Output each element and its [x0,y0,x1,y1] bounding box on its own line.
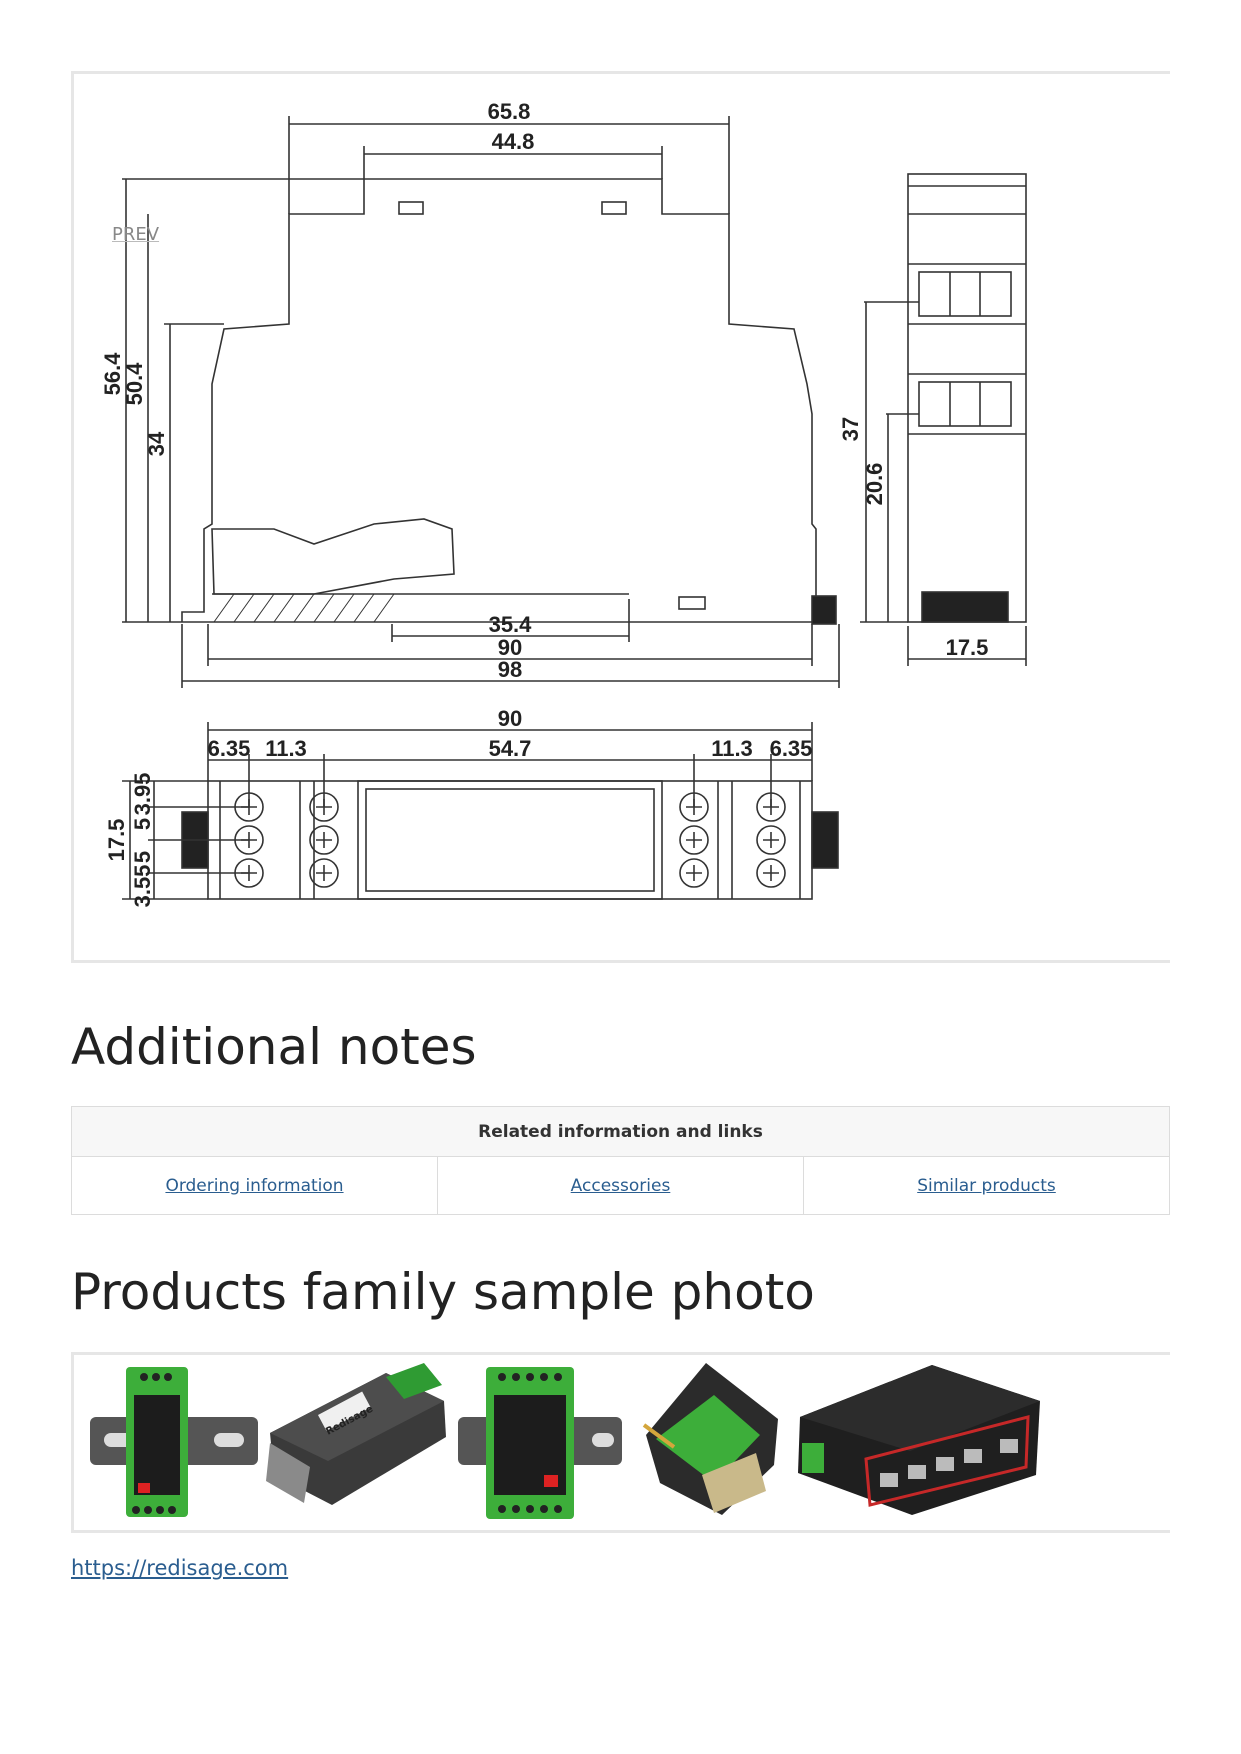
terminal-block-top [918,271,1012,317]
din-clip-right [811,811,839,869]
din-clip [211,518,455,595]
din-rail-end [811,595,837,625]
dim-label: 44.8 [492,129,535,154]
top-view-outline [207,780,813,900]
technical-drawing: 65.8 44.8 56.4 50.4 34 35.4 90 98 37 20.… [71,71,1170,963]
similar-products-link[interactable]: Similar products [917,1175,1056,1196]
dim-label: 17.5 [104,819,129,862]
redisage-website-link[interactable]: https://redisage.com [71,1556,289,1580]
terminal-screws [234,792,786,888]
dim-label: 11.3 [265,736,307,761]
din-module-product-photo [458,1367,622,1519]
dim-label: 54.7 [489,736,532,761]
db9-adapter-product-photo: Redisage [266,1363,446,1505]
terminal-block-bottom [918,381,1012,427]
dim-label: 98 [498,657,522,682]
dim-label: 11.3 [711,736,753,761]
related-link-cell: Similar products [803,1156,1170,1215]
side-view-outline [181,178,817,622]
related-links-table: Related information and links Ordering i… [71,1106,1170,1215]
related-link-cell: Ordering information [71,1156,438,1215]
dim-label: 65.8 [488,99,531,124]
dim-label: 6.35 [770,736,813,761]
dim-label: 90 [498,635,522,660]
products-photo: Redisage [71,1352,1170,1533]
dim-label: 6.35 [208,736,251,761]
prev-link[interactable]: PREV [112,224,160,245]
end-view-outline [907,173,1027,623]
dim-label: 90 [498,706,522,731]
latch-slot [678,596,706,610]
dim-label: 20.6 [862,463,887,506]
dim-label: 35.4 [489,612,533,637]
dim-label: 34 [144,431,169,456]
related-link-cell: Accessories [437,1156,804,1215]
label-window-inner [365,788,655,892]
dim-label: 3.55 [130,865,155,908]
dim-label: 37 [838,417,863,441]
accessories-link[interactable]: Accessories [570,1175,671,1196]
dimension-drawing-svg: 65.8 44.8 56.4 50.4 34 35.4 90 98 37 20.… [100,99,1027,908]
dim-label: 3.95 [130,773,155,816]
products-photo-heading: Products family sample photo [71,1263,815,1321]
dim-label: 50.4 [122,362,147,406]
products-photo-svg: Redisage [90,1363,1040,1519]
related-links-header: Related information and links [71,1106,1170,1157]
latch-slot [601,201,627,215]
ethernet-switch-product-photo [798,1365,1040,1515]
dim-label: 17.5 [946,635,989,660]
ordering-information-link[interactable]: Ordering information [165,1175,344,1196]
label-window [357,780,663,900]
additional-notes-heading: Additional notes [71,1018,477,1076]
din-module-product-photo [90,1367,258,1517]
latch-slot [398,201,424,215]
dim-label: 5 [130,851,155,863]
din-rail-foot [921,591,1009,623]
dim-label: 56.4 [100,352,125,396]
dim-label: 5 [130,818,155,830]
db9-terminal-product-photo [642,1363,778,1515]
